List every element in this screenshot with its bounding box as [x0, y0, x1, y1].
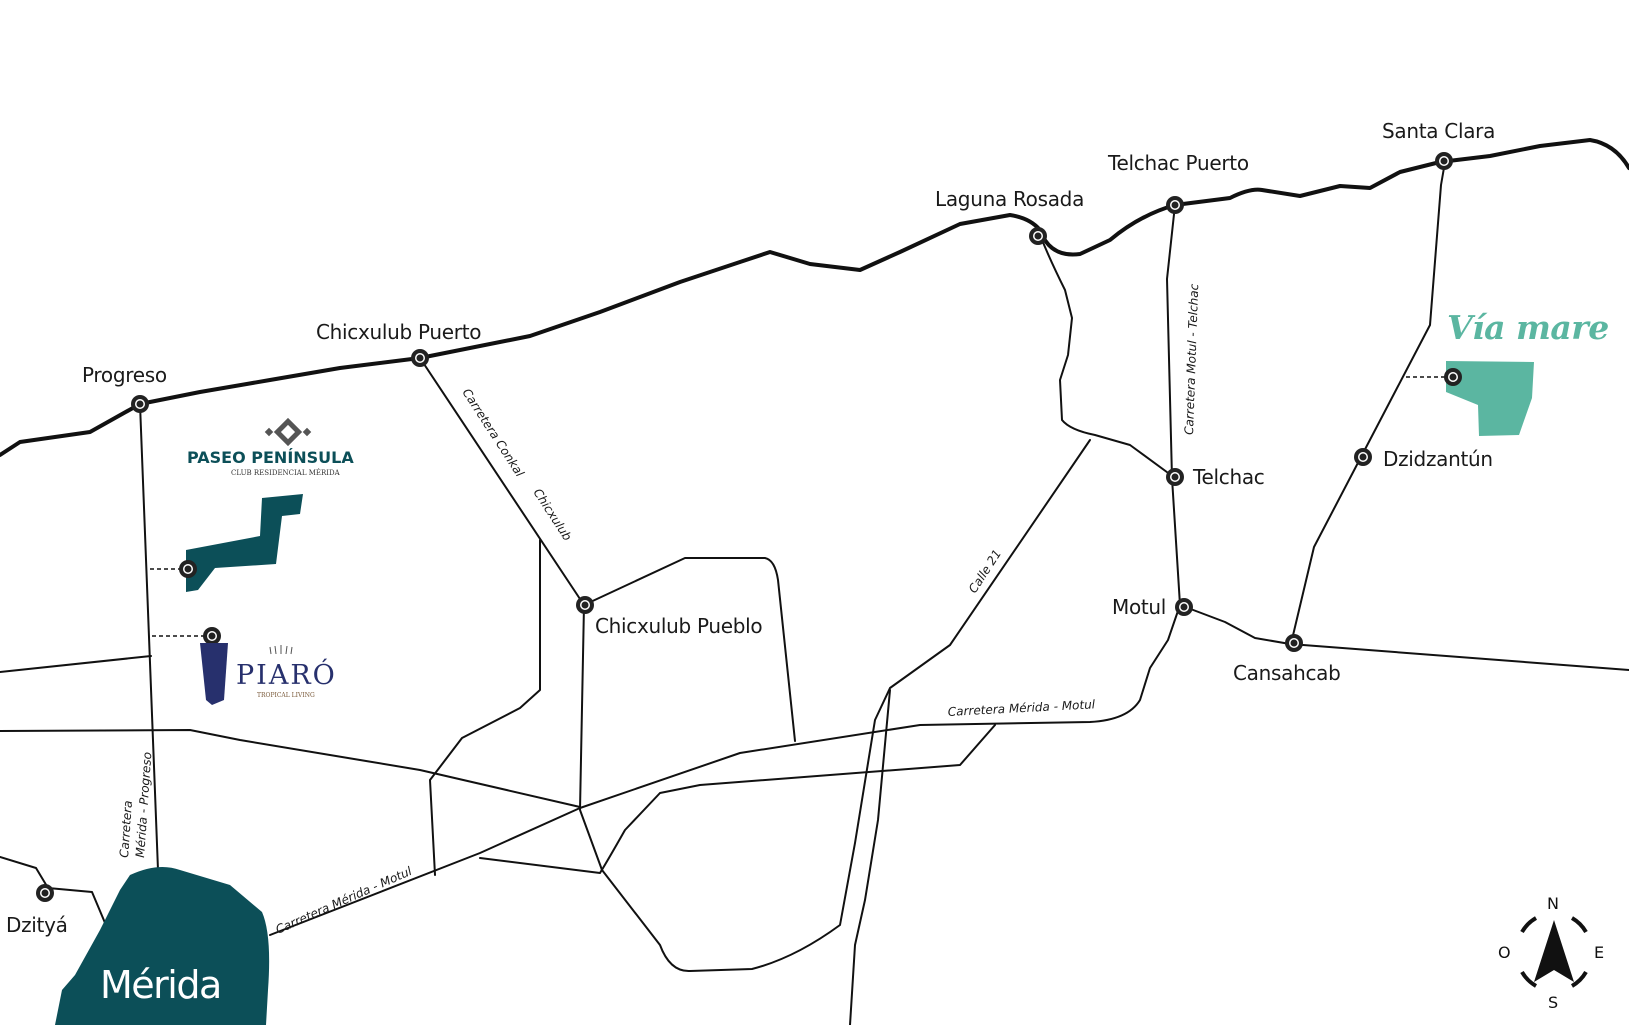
- via-mare-lot: [1446, 361, 1534, 436]
- road-network: [0, 161, 1629, 1025]
- road-label-merida-motul-east: Carretera Mérida - Motul: [947, 697, 1096, 719]
- road-label-motul-telchac: Carretera Motul - Telchac: [1182, 283, 1201, 435]
- town-cansahcab: Cansahcab: [1233, 661, 1341, 685]
- coastline: [0, 138, 1629, 457]
- road-label-merida-progreso-1: Carretera: [117, 800, 135, 858]
- town-telchac-puerto: Telchac Puerto: [1107, 151, 1249, 175]
- merida-label: Mérida: [100, 963, 221, 1007]
- compass-north: N: [1547, 894, 1559, 913]
- town-laguna-rosada: Laguna Rosada: [935, 187, 1084, 211]
- town-santa-clara: Santa Clara: [1382, 119, 1495, 143]
- paseo-peninsula-logo-icon: [264, 417, 312, 447]
- road-label-calle-21: Calle 21: [966, 547, 1004, 596]
- piaro-marker[interactable]: PIARÓ TROPICAL LIVING: [152, 627, 337, 705]
- town-chicxulub-pueblo: Chicxulub Pueblo: [595, 614, 762, 638]
- piaro-subtitle: TROPICAL LIVING: [257, 692, 315, 699]
- merida-area: [55, 866, 270, 1025]
- piaro-name: PIARÓ: [236, 657, 337, 691]
- town-progreso: Progreso: [82, 363, 167, 387]
- compass-east: E: [1594, 943, 1604, 962]
- road-label-merida-motul-west: Carretera Mérida - Motul: [274, 864, 415, 937]
- paseo-peninsula-subtitle: CLUB RESIDENCIAL MÉRIDA: [231, 468, 341, 477]
- compass-arrow-icon: [1534, 920, 1574, 982]
- via-mare-name: Vía mare: [1447, 308, 1609, 347]
- piaro-lot: [200, 643, 228, 705]
- town-motul: Motul: [1112, 595, 1166, 619]
- compass-south: S: [1548, 993, 1558, 1012]
- piaro-rays-icon: [269, 645, 293, 655]
- compass-west: O: [1498, 943, 1511, 962]
- town-chicxulub-puerto: Chicxulub Puerto: [316, 320, 481, 344]
- town-telchac: Telchac: [1192, 465, 1265, 489]
- paseo-peninsula-marker[interactable]: PASEO PENÍNSULA CLUB RESIDENCIAL MÉRIDA: [150, 417, 354, 592]
- compass-rose: N S E O: [1498, 894, 1604, 1012]
- town-markers: [36, 152, 1453, 902]
- paseo-peninsula-name: PASEO PENÍNSULA: [187, 448, 354, 467]
- town-dzitya: Dzityá: [6, 913, 68, 937]
- paseo-peninsula-lot: [186, 494, 303, 592]
- town-dzidzantun: Dzidzantún: [1383, 447, 1493, 471]
- road-label-merida-progreso-2: Mérida - Progreso: [133, 752, 154, 859]
- via-mare-marker[interactable]: Vía mare: [1406, 308, 1609, 436]
